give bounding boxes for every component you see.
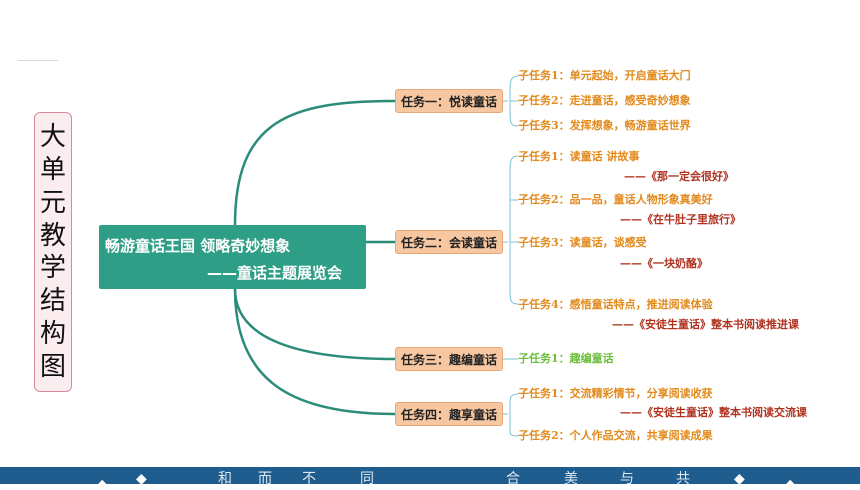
footer-char: 合 <box>506 471 520 487</box>
footer-char: 而 <box>258 471 272 487</box>
subtask-item: 子任务3：读童话，谈感受 <box>518 236 647 249</box>
central-topic-line2: ——童话主题展览会 <box>207 264 343 282</box>
branch-task3 <box>233 287 397 361</box>
subtask-item: 子任务2：个人作品交流，共享阅读成果 <box>518 429 713 442</box>
subtask-item: 子任务2：走进童话，感受奇妙想象 <box>518 94 691 107</box>
central-topic-line1: 畅游童话王国 领略奇妙想象 <box>105 237 291 255</box>
diamond-icon: ◆ <box>136 471 147 487</box>
subtask-book: ——《安徒生童话》整本书阅读交流课 <box>620 406 807 419</box>
task-node-4: 任务四：趣享童话 <box>395 402 503 426</box>
subtask-item: 子任务2：品一品，童话人物形象真美好 <box>518 193 713 206</box>
subtask-item: 子任务1：单元起始，开启童话大门 <box>518 69 691 82</box>
subtask-book: ——《在牛肚子里旅行》 <box>620 213 741 226</box>
title-char: 教 <box>39 220 66 251</box>
branch-task1 <box>233 99 397 227</box>
subtask-item: 子任务4：感悟童话特点，推进阅读体验 <box>518 298 713 311</box>
footer-char: 美 <box>564 471 578 487</box>
footer-char: 同 <box>360 471 374 487</box>
title-char: 图 <box>39 352 66 382</box>
subtask-item: 子任务1：交流精彩情节，分享阅读收获 <box>518 387 713 400</box>
subtask-book: ——《安徒生童话》整本书阅读推进课 <box>612 318 799 331</box>
footer-char: 不 <box>302 471 316 487</box>
bracket-task4 <box>503 393 519 437</box>
title-char: 单 <box>39 154 66 185</box>
subtask-item: 子任务1：趣编童话 <box>518 352 614 365</box>
vertical-title: 大 单 元 教 学 结 构 图 <box>34 112 72 392</box>
footer-char: 共 <box>676 471 690 487</box>
bracket-task2 <box>503 155 519 305</box>
subtask-book: ——《一块奶酪》 <box>620 257 708 270</box>
title-char: 大 <box>39 121 66 152</box>
title-char: 学 <box>39 253 66 284</box>
task-node-1: 任务一：悦读童话 <box>395 89 503 113</box>
footer-char: 与 <box>620 471 634 487</box>
title-char: 构 <box>39 319 66 350</box>
subtask-book: ——《那一定会很好》 <box>624 170 734 183</box>
footer-char: 和 <box>218 471 232 487</box>
title-char: 元 <box>39 187 66 218</box>
task-node-3: 任务三：趣编童话 <box>395 347 503 371</box>
footer-band <box>0 467 860 484</box>
branch-task4 <box>233 287 397 416</box>
subtask-item: 子任务1：读童话 讲故事 <box>518 150 640 163</box>
diamond-icon: ◆ <box>734 471 745 487</box>
subtask-item: 子任务3：发挥想象，畅游童话世界 <box>518 119 691 132</box>
central-topic: 畅游童话王国 领略奇妙想象 ——童话主题展览会 <box>99 225 366 289</box>
top-divider <box>18 60 58 61</box>
task-node-2: 任务二：会读童话 <box>395 230 503 254</box>
title-char: 结 <box>39 286 66 317</box>
bracket-task1 <box>503 75 519 127</box>
